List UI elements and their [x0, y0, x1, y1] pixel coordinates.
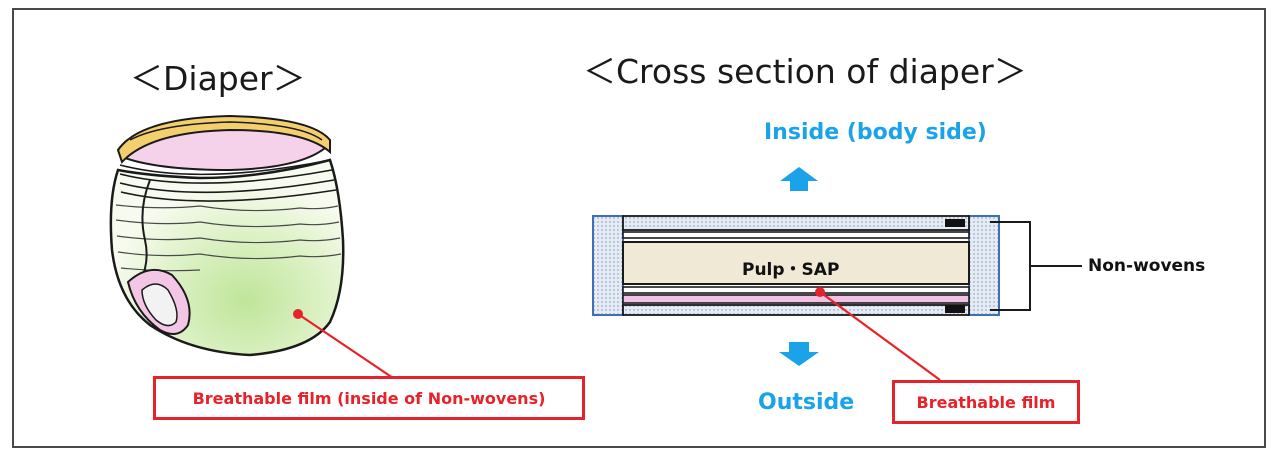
diaper-illustration: [109, 114, 394, 379]
diaper-title: ＜Diaper＞: [130, 59, 306, 98]
cross-section-title: ＜Cross section of diaper＞: [583, 52, 1027, 91]
inside-label: Inside (body side): [764, 120, 987, 145]
outside-label: Outside: [758, 390, 855, 415]
film-layer: [622, 294, 970, 304]
cross-section: [592, 167, 1082, 381]
core-label: Pulp・SAP: [742, 260, 840, 280]
diaper-film-callout: Breathable film (inside of Non-wovens): [153, 376, 585, 420]
nonwovens-label: Non-wovens: [1088, 256, 1206, 276]
arrow-down-icon: [779, 342, 819, 366]
diaper-leader-line: [297, 313, 394, 379]
arrow-up-icon: [780, 167, 818, 191]
core-layer: [622, 241, 970, 285]
film-leader-line: [819, 291, 941, 381]
film-callout: Breathable film: [892, 380, 1080, 424]
